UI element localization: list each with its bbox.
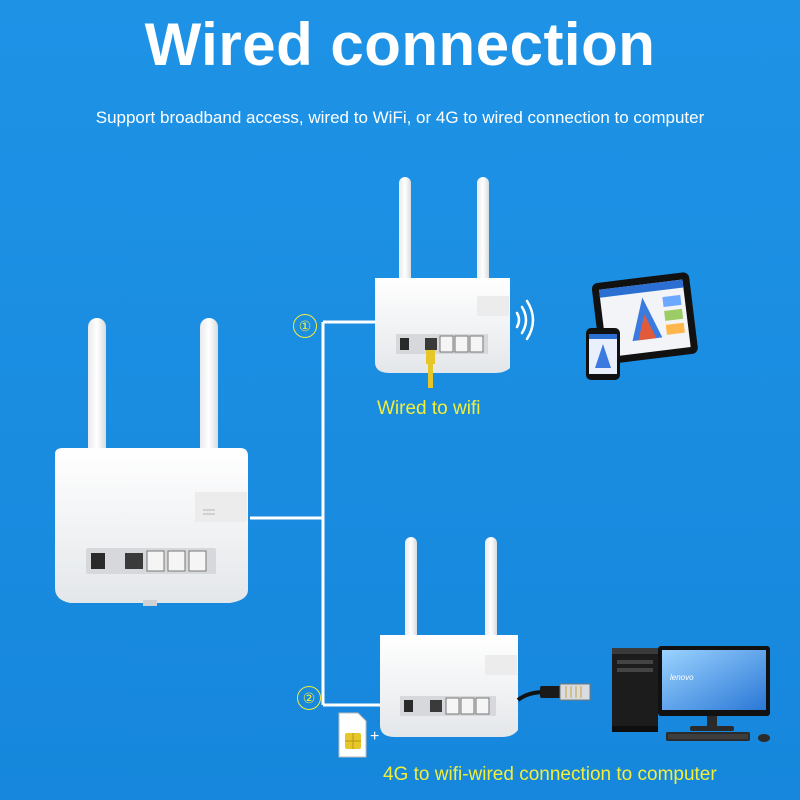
caption-wired-to-wifi: Wired to wifi xyxy=(377,398,481,419)
caption-4g-wired-to-computer: 4G to wifi-wired connection to computer xyxy=(383,764,717,785)
path-number-1: ① xyxy=(293,314,317,338)
desktop-computer: lenovo xyxy=(612,646,770,742)
wifi-signal-icon xyxy=(515,299,535,341)
main-router xyxy=(55,318,248,606)
path-number-2: ② xyxy=(297,686,321,710)
tablet-phone-devices xyxy=(586,272,698,380)
monitor-brand-text: lenovo xyxy=(670,673,694,682)
ethernet-cable xyxy=(516,683,591,702)
sim-card-icon: + xyxy=(338,712,379,758)
router-4g xyxy=(380,537,518,737)
connection-lines xyxy=(250,320,385,707)
page-title: Wired connection xyxy=(144,11,656,78)
page-subtitle: Support broadband access, wired to WiFi,… xyxy=(95,108,705,127)
plus-icon: + xyxy=(370,728,379,745)
router-wifi xyxy=(375,177,510,388)
